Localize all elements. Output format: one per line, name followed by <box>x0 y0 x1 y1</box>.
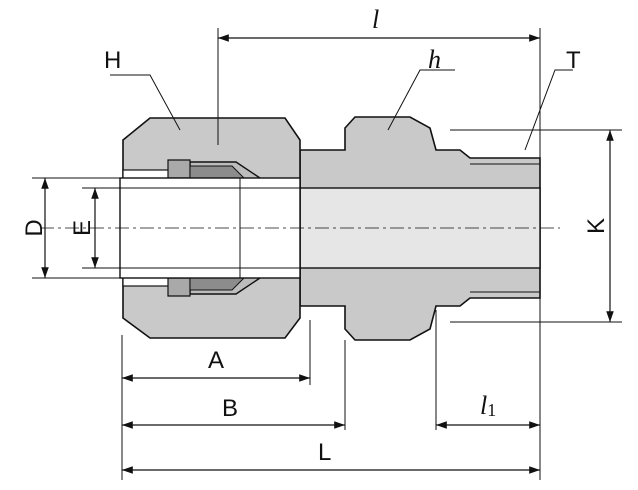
labels: H h T l A B L l1 D E K <box>21 5 610 466</box>
label-T: T <box>566 47 581 74</box>
label-l1: l1 <box>480 391 496 420</box>
label-H: H <box>104 47 121 74</box>
label-B: B <box>222 395 238 422</box>
label-A: A <box>208 347 224 374</box>
extension-lines <box>32 28 622 480</box>
label-h: h <box>428 45 441 74</box>
dimension-lines <box>41 34 614 474</box>
label-l: l <box>372 5 379 34</box>
label-E: E <box>69 220 96 236</box>
thread-lines <box>470 163 540 293</box>
label-L: L <box>318 439 331 466</box>
label-D: D <box>21 219 48 236</box>
label-K: K <box>583 218 610 234</box>
leader-lines <box>110 69 573 151</box>
fitting-body <box>299 116 541 341</box>
